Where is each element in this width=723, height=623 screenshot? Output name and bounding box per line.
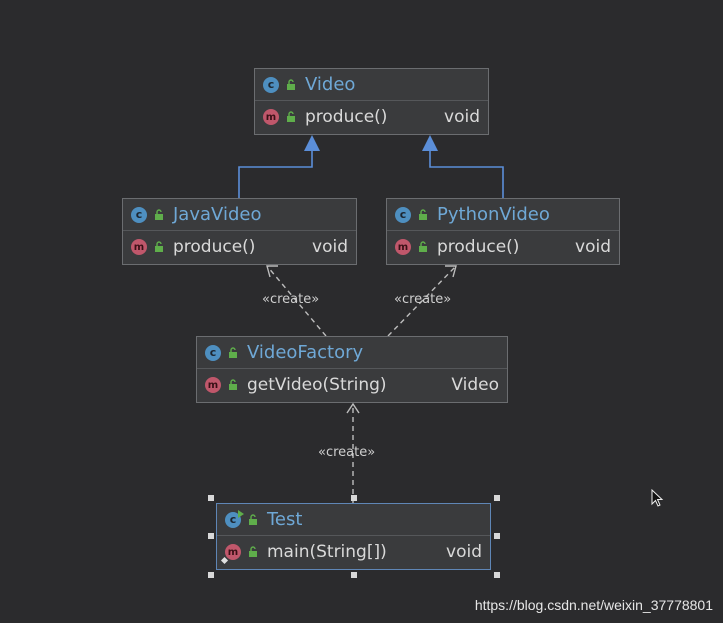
public-lock-icon (229, 379, 237, 390)
watermark: https://blog.csdn.net/weixin_37778801 (474, 597, 713, 613)
test-class-node[interactable]: c Test m main(String[]) void (216, 503, 491, 570)
edge-label-create: «create» (318, 445, 376, 460)
selection-handle-middle-right[interactable] (494, 533, 500, 539)
public-lock-icon (419, 241, 427, 252)
dependency-edge-factory-to-java[interactable] (266, 265, 327, 337)
selection-handle-bottom-right[interactable] (494, 572, 500, 578)
edge-label-create: «create» (394, 292, 452, 307)
method-row[interactable]: m produce() void (387, 231, 619, 263)
runnable-class-icon: c (225, 509, 244, 528)
method-icon: m (395, 239, 411, 255)
class-name: Test (267, 509, 303, 530)
class-header: c Video (255, 69, 488, 101)
public-lock-icon (155, 241, 163, 252)
video-class-node[interactable]: c Video m produce() void (254, 68, 489, 135)
return-type: void (444, 107, 480, 127)
return-type: Video (451, 375, 499, 395)
selection-handle-top-middle[interactable] (351, 495, 357, 501)
public-lock-icon (249, 513, 257, 525)
public-lock-icon (249, 546, 257, 557)
pythonvideo-class-node[interactable]: c PythonVideo m produce() void (386, 198, 620, 265)
inheritance-edge-python-to-video[interactable] (422, 135, 504, 198)
class-icon: c (263, 76, 279, 93)
videofactory-class-node[interactable]: c VideoFactory m getVideo(String) Video (196, 336, 508, 403)
selection-handle-top-left[interactable] (208, 495, 214, 501)
class-icon: c (205, 344, 221, 361)
method-icon: m (263, 109, 279, 125)
selection-handle-middle-left[interactable] (208, 533, 214, 539)
return-type: void (575, 237, 611, 257)
public-lock-icon (287, 78, 295, 90)
dependency-edge-factory-to-python[interactable] (387, 265, 457, 337)
return-type: void (312, 237, 348, 257)
selection-handle-bottom-middle[interactable] (351, 572, 357, 578)
method-row[interactable]: m produce() void (123, 231, 356, 263)
return-type: void (446, 542, 482, 562)
inheritance-edge-java-to-video[interactable] (238, 135, 320, 198)
method-name: getVideo(String) (247, 375, 387, 395)
edge-label-create: «create» (262, 292, 320, 307)
method-row[interactable]: m getVideo(String) Video (197, 369, 507, 401)
class-name: VideoFactory (247, 342, 364, 363)
class-name: JavaVideo (173, 204, 262, 225)
dependency-arrowhead (445, 265, 457, 278)
class-name: Video (305, 74, 356, 95)
mouse-cursor-icon (651, 489, 664, 507)
inheritance-arrowhead (304, 135, 320, 151)
method-name: main(String[]) (267, 542, 387, 562)
class-header: c VideoFactory (197, 337, 507, 369)
method-row[interactable]: m main(String[]) void (217, 536, 490, 568)
javavideo-class-node[interactable]: c JavaVideo m produce() void (122, 198, 357, 265)
class-header: c PythonVideo (387, 199, 619, 231)
class-icon: c (131, 206, 147, 223)
public-lock-icon (287, 111, 295, 122)
method-name: produce() (173, 237, 256, 257)
inheritance-arrowhead (422, 135, 438, 151)
method-icon: m (131, 239, 147, 255)
method-row[interactable]: m produce() void (255, 101, 488, 133)
method-icon: m (205, 377, 221, 393)
static-method-icon: m (220, 544, 241, 565)
dependency-arrowhead (266, 265, 278, 278)
public-lock-icon (229, 346, 237, 358)
class-icon: c (395, 206, 411, 223)
method-name: produce() (305, 107, 388, 127)
public-lock-icon (155, 208, 163, 220)
class-header: c JavaVideo (123, 199, 356, 231)
selection-handle-bottom-left[interactable] (208, 572, 214, 578)
selection-handle-top-right[interactable] (494, 495, 500, 501)
dependency-arrowhead (346, 402, 360, 414)
public-lock-icon (419, 208, 427, 220)
class-name: PythonVideo (437, 204, 550, 225)
method-name: produce() (437, 237, 520, 257)
dependency-edge-test-to-factory[interactable] (346, 402, 360, 503)
class-header: c Test (217, 504, 490, 536)
